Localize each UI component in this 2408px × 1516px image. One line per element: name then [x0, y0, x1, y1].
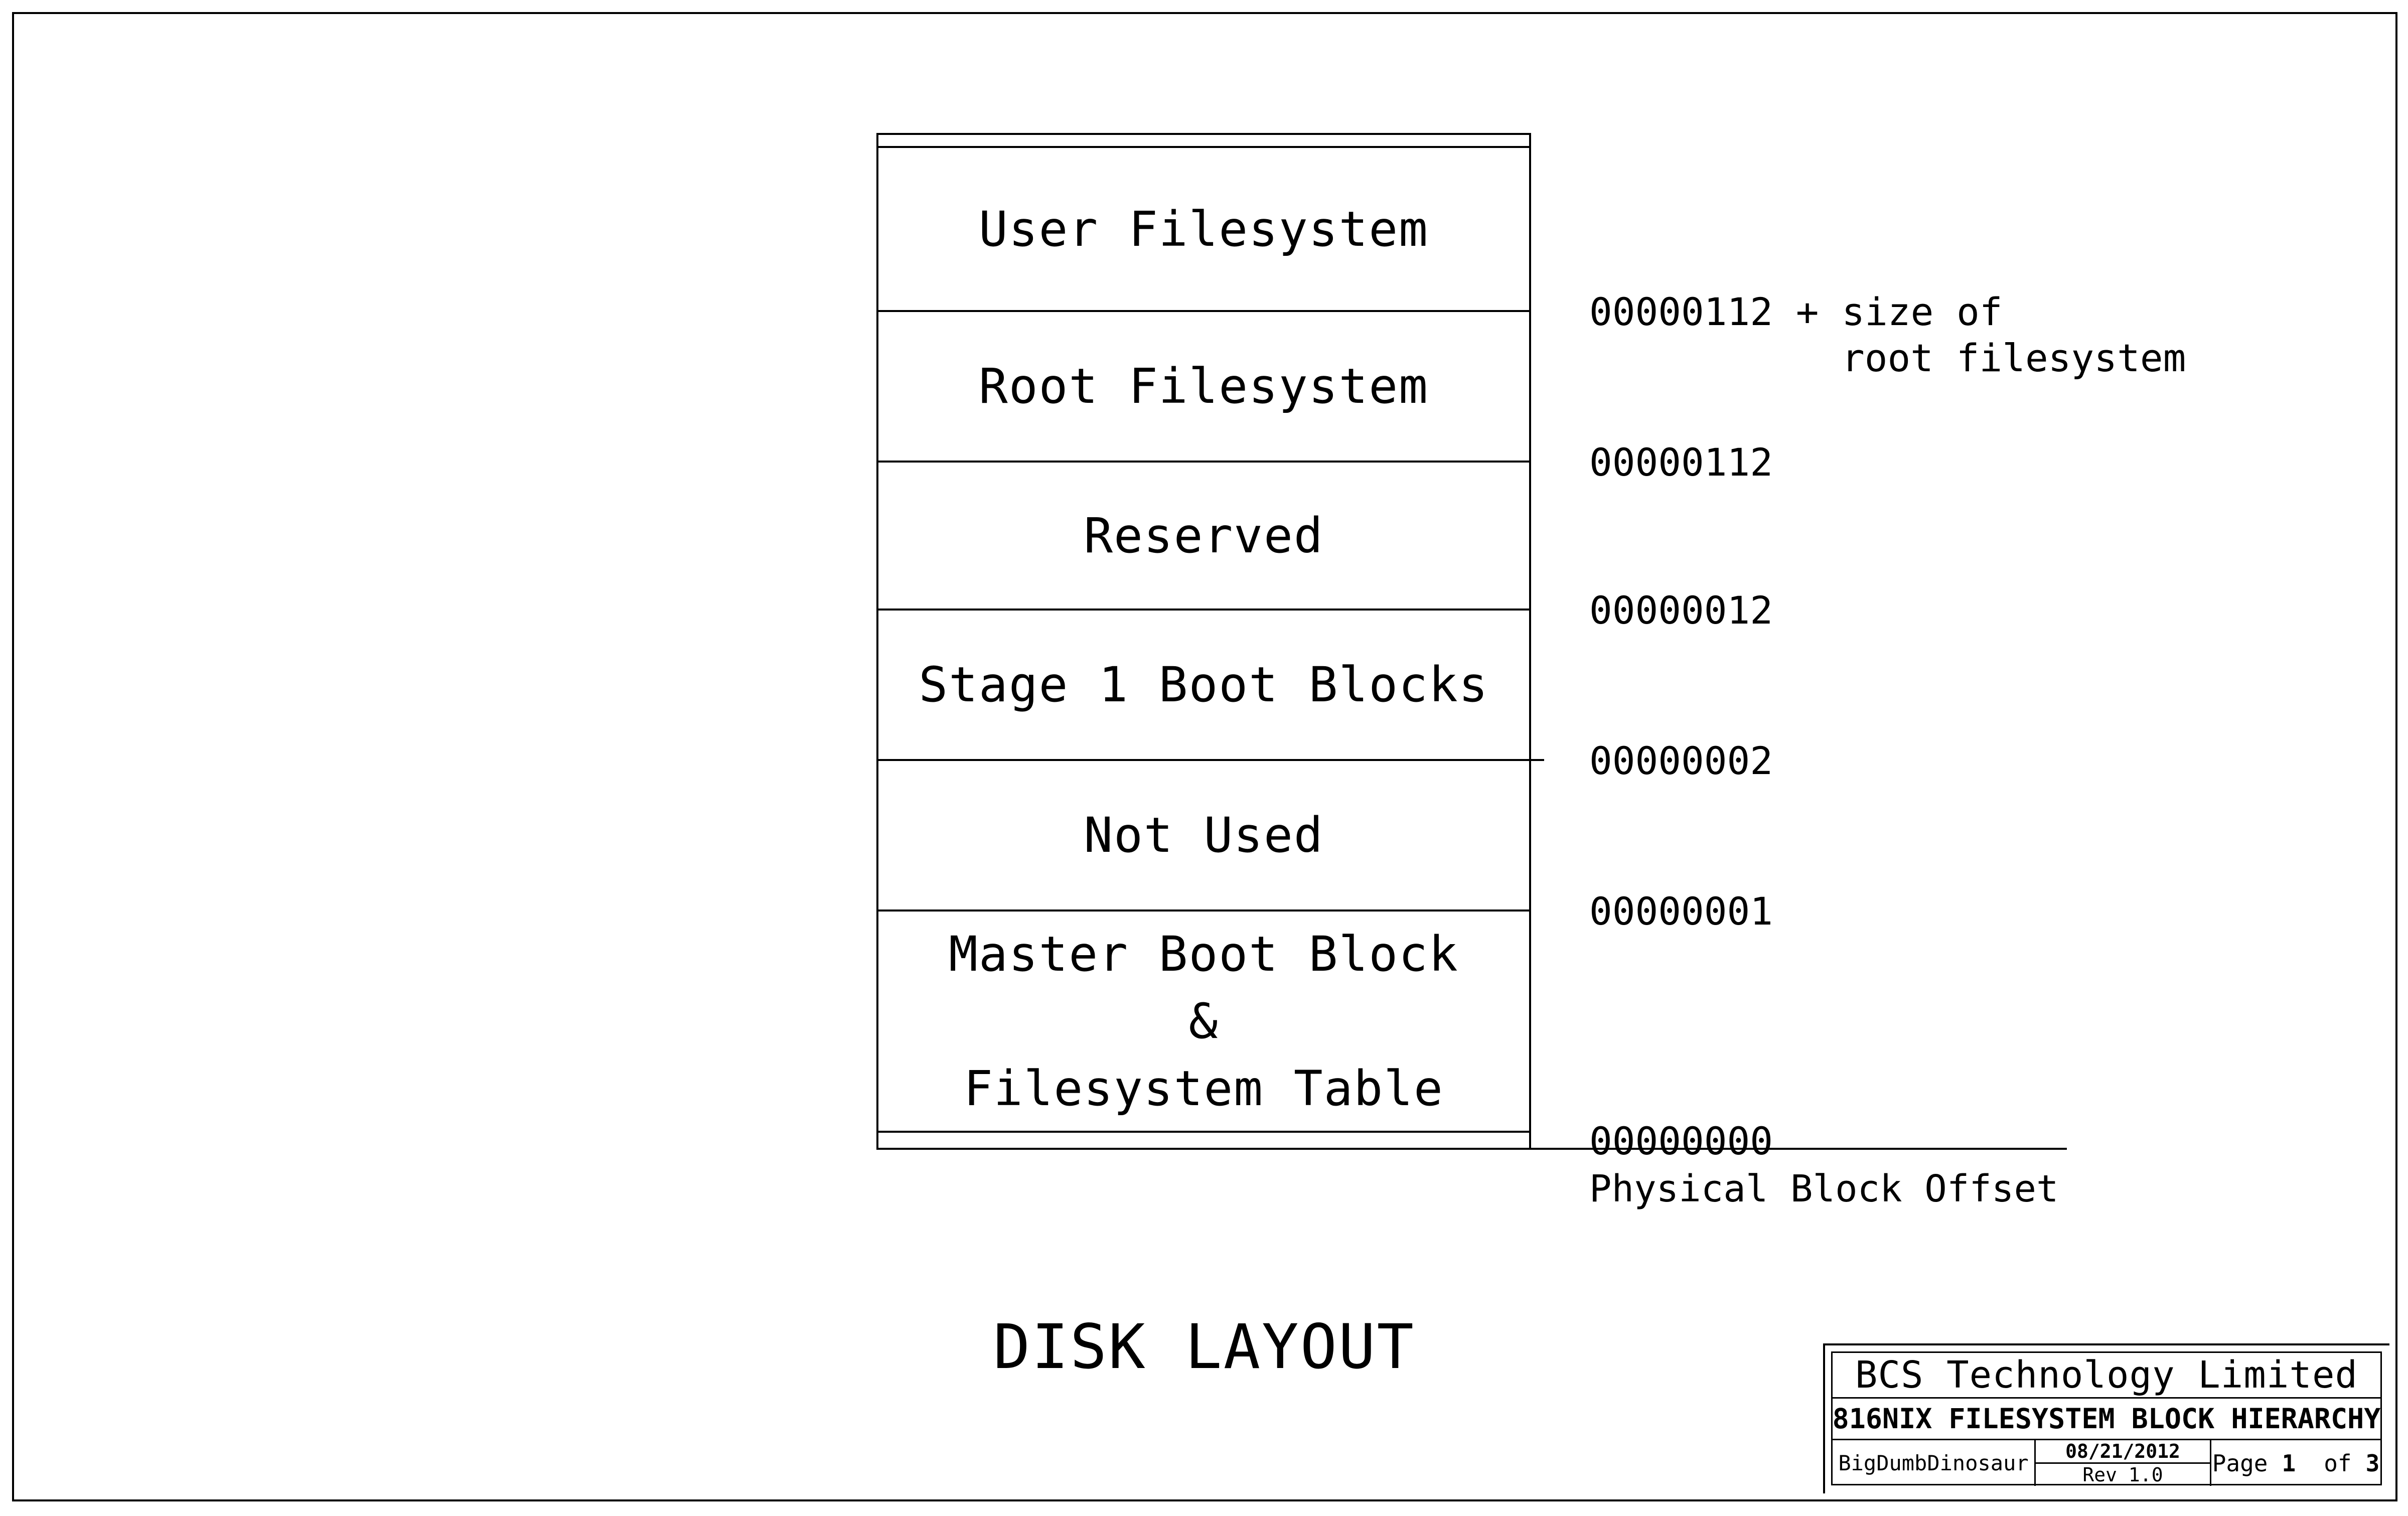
- block-stage1-boot: Stage 1 Boot Blocks: [878, 611, 1529, 761]
- offset-label: 00000000: [1589, 1119, 1773, 1163]
- of-label: of: [2324, 1449, 2352, 1477]
- date-value: 08/21/2012: [2036, 1440, 2210, 1464]
- stack-top-band: [878, 133, 1529, 148]
- page-number: 1: [2282, 1449, 2296, 1477]
- block-label: User Filesystem: [979, 201, 1429, 257]
- offset-label: 00000002: [1589, 738, 1773, 783]
- block-label: Reserved: [1084, 507, 1324, 564]
- block-label: Master Boot Block: [949, 926, 1459, 982]
- diagram-title: DISK LAYOUT: [993, 1311, 1415, 1383]
- title-block-outer-border: [1823, 1343, 2389, 1493]
- block-not-used: Not Used: [878, 761, 1529, 912]
- disk-stack: User Filesystem Root Filesystem Reserved…: [876, 133, 1531, 1150]
- block-label: Stage 1 Boot Blocks: [919, 657, 1489, 713]
- offset-label: 00000112 + size of: [1589, 289, 2003, 334]
- block-root-filesystem: Root Filesystem: [878, 312, 1529, 463]
- offset-label: 00000001: [1589, 889, 1773, 934]
- block-label: Root Filesystem: [979, 358, 1429, 414]
- offset-label: 00000012: [1589, 588, 1773, 633]
- axis-label: Physical Block Offset: [1589, 1167, 2059, 1210]
- block-label: Not Used: [1084, 807, 1324, 863]
- block-label: Filesystem Table: [964, 1060, 1444, 1117]
- block-label: &: [1188, 993, 1219, 1049]
- drawing-title: 816NIX FILESYSTEM BLOCK HIERARCHY: [1833, 1399, 2380, 1440]
- sheet-border: [12, 12, 2397, 1501]
- page-cell: Page 1 of 3: [2211, 1440, 2380, 1486]
- title-block-bottom-row: BigDumbDinosaur 08/21/2012 Rev 1.0 Page 1…: [1833, 1440, 2380, 1486]
- page-total: 3: [2365, 1449, 2380, 1477]
- block-reserved: Reserved: [878, 463, 1529, 611]
- block-master-boot: Master Boot Block & Filesystem Table: [878, 912, 1529, 1133]
- block-user-filesystem: User Filesystem: [878, 148, 1529, 312]
- company-name: BCS Technology Limited: [1833, 1353, 2380, 1399]
- revision-value: Rev 1.0: [2082, 1464, 2163, 1486]
- date-rev-cell: 08/21/2012 Rev 1.0: [2036, 1440, 2211, 1486]
- stack-bottom-band: [878, 1133, 1529, 1150]
- author-cell: BigDumbDinosaur: [1833, 1440, 2036, 1486]
- page-label: Page: [2212, 1449, 2268, 1477]
- title-block: BCS Technology Limited 816NIX FILESYSTEM…: [1831, 1351, 2382, 1486]
- baseline: [876, 1148, 2067, 1150]
- offset-label: 00000112: [1589, 440, 1773, 485]
- offset-label: root filesystem: [1842, 336, 2186, 380]
- tick-mark: [1530, 759, 1544, 761]
